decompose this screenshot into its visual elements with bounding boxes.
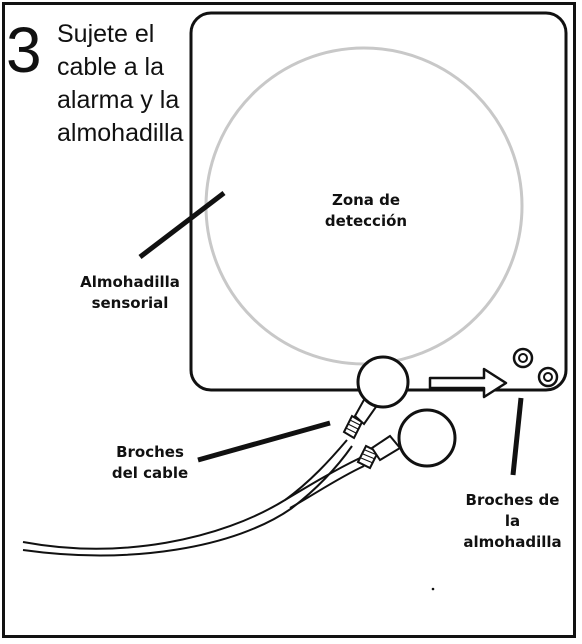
stray-dot (431, 587, 435, 591)
step-number: 3 (6, 14, 42, 86)
pad-snap-top[interactable] (512, 347, 534, 369)
label-line: Broches (116, 443, 184, 461)
arrow-right-icon (428, 367, 508, 399)
pad-snap-bottom[interactable] (537, 366, 559, 388)
cable-clips-label: Broches del cable (85, 442, 215, 484)
cable-clip-upper[interactable] (342, 355, 410, 440)
label-line: del cable (111, 464, 189, 482)
label-line: la (504, 512, 521, 530)
cable-clips-leader-line (197, 420, 331, 463)
detection-zone-label: Zona de detección (311, 190, 421, 232)
instruction-line: cable a la (57, 53, 165, 81)
step-instruction: Sujete el cable a la alarma y la almohad… (57, 18, 197, 150)
instruction-line: almohadilla (57, 119, 184, 147)
instruction-line: alarma y la (57, 86, 180, 114)
cable-clip-lower[interactable] (356, 408, 457, 470)
label-line: sensorial (91, 294, 169, 312)
sensor-pad-label: Almohadilla sensorial (55, 272, 205, 314)
pad-snaps-label: Broches de la almohadilla (445, 490, 580, 553)
sensor-pad-leader-line (138, 191, 226, 259)
pad-snaps-leader-line (510, 397, 524, 476)
cable-wires (22, 439, 365, 557)
label-line: almohadilla (463, 533, 562, 551)
label-line: Almohadilla (80, 273, 180, 291)
instruction-line: Sujete el (57, 20, 155, 48)
label-line: detección (324, 212, 408, 230)
label-line: Zona de (331, 191, 401, 209)
label-line: Broches de (465, 491, 560, 509)
